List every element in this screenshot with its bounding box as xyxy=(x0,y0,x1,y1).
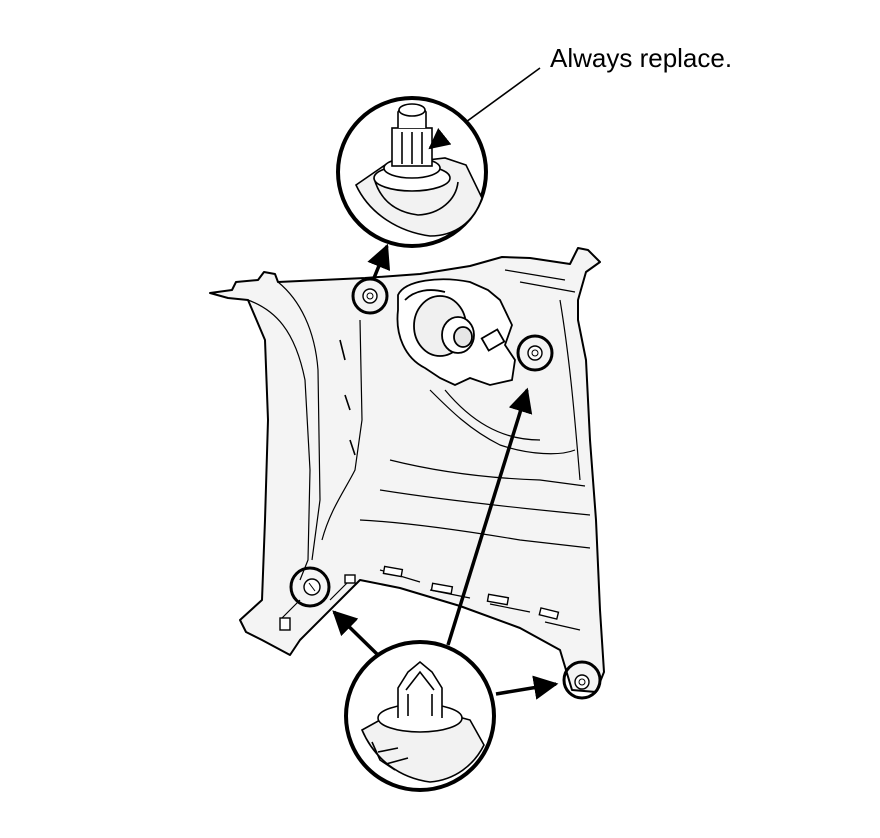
callout-always-replace: Always replace. xyxy=(550,43,733,73)
light-housing xyxy=(396,278,516,386)
panel-slots xyxy=(279,565,560,631)
arrow-to-bottom-left-clip xyxy=(332,610,380,657)
arrow-to-top-detail xyxy=(367,243,391,279)
clip-marker-bottom-right xyxy=(562,660,602,700)
clip-marker-bottom-left xyxy=(289,566,331,608)
bottom-clip-detail xyxy=(344,640,496,792)
top-clip-detail xyxy=(336,96,488,248)
arrow-to-bottom-right-clip xyxy=(495,675,559,700)
pointer-arrows xyxy=(332,243,559,700)
clip-marker-top-left xyxy=(351,277,389,315)
clip-marker-top-right xyxy=(516,334,554,372)
arrow-to-top-right-clip xyxy=(446,387,533,646)
